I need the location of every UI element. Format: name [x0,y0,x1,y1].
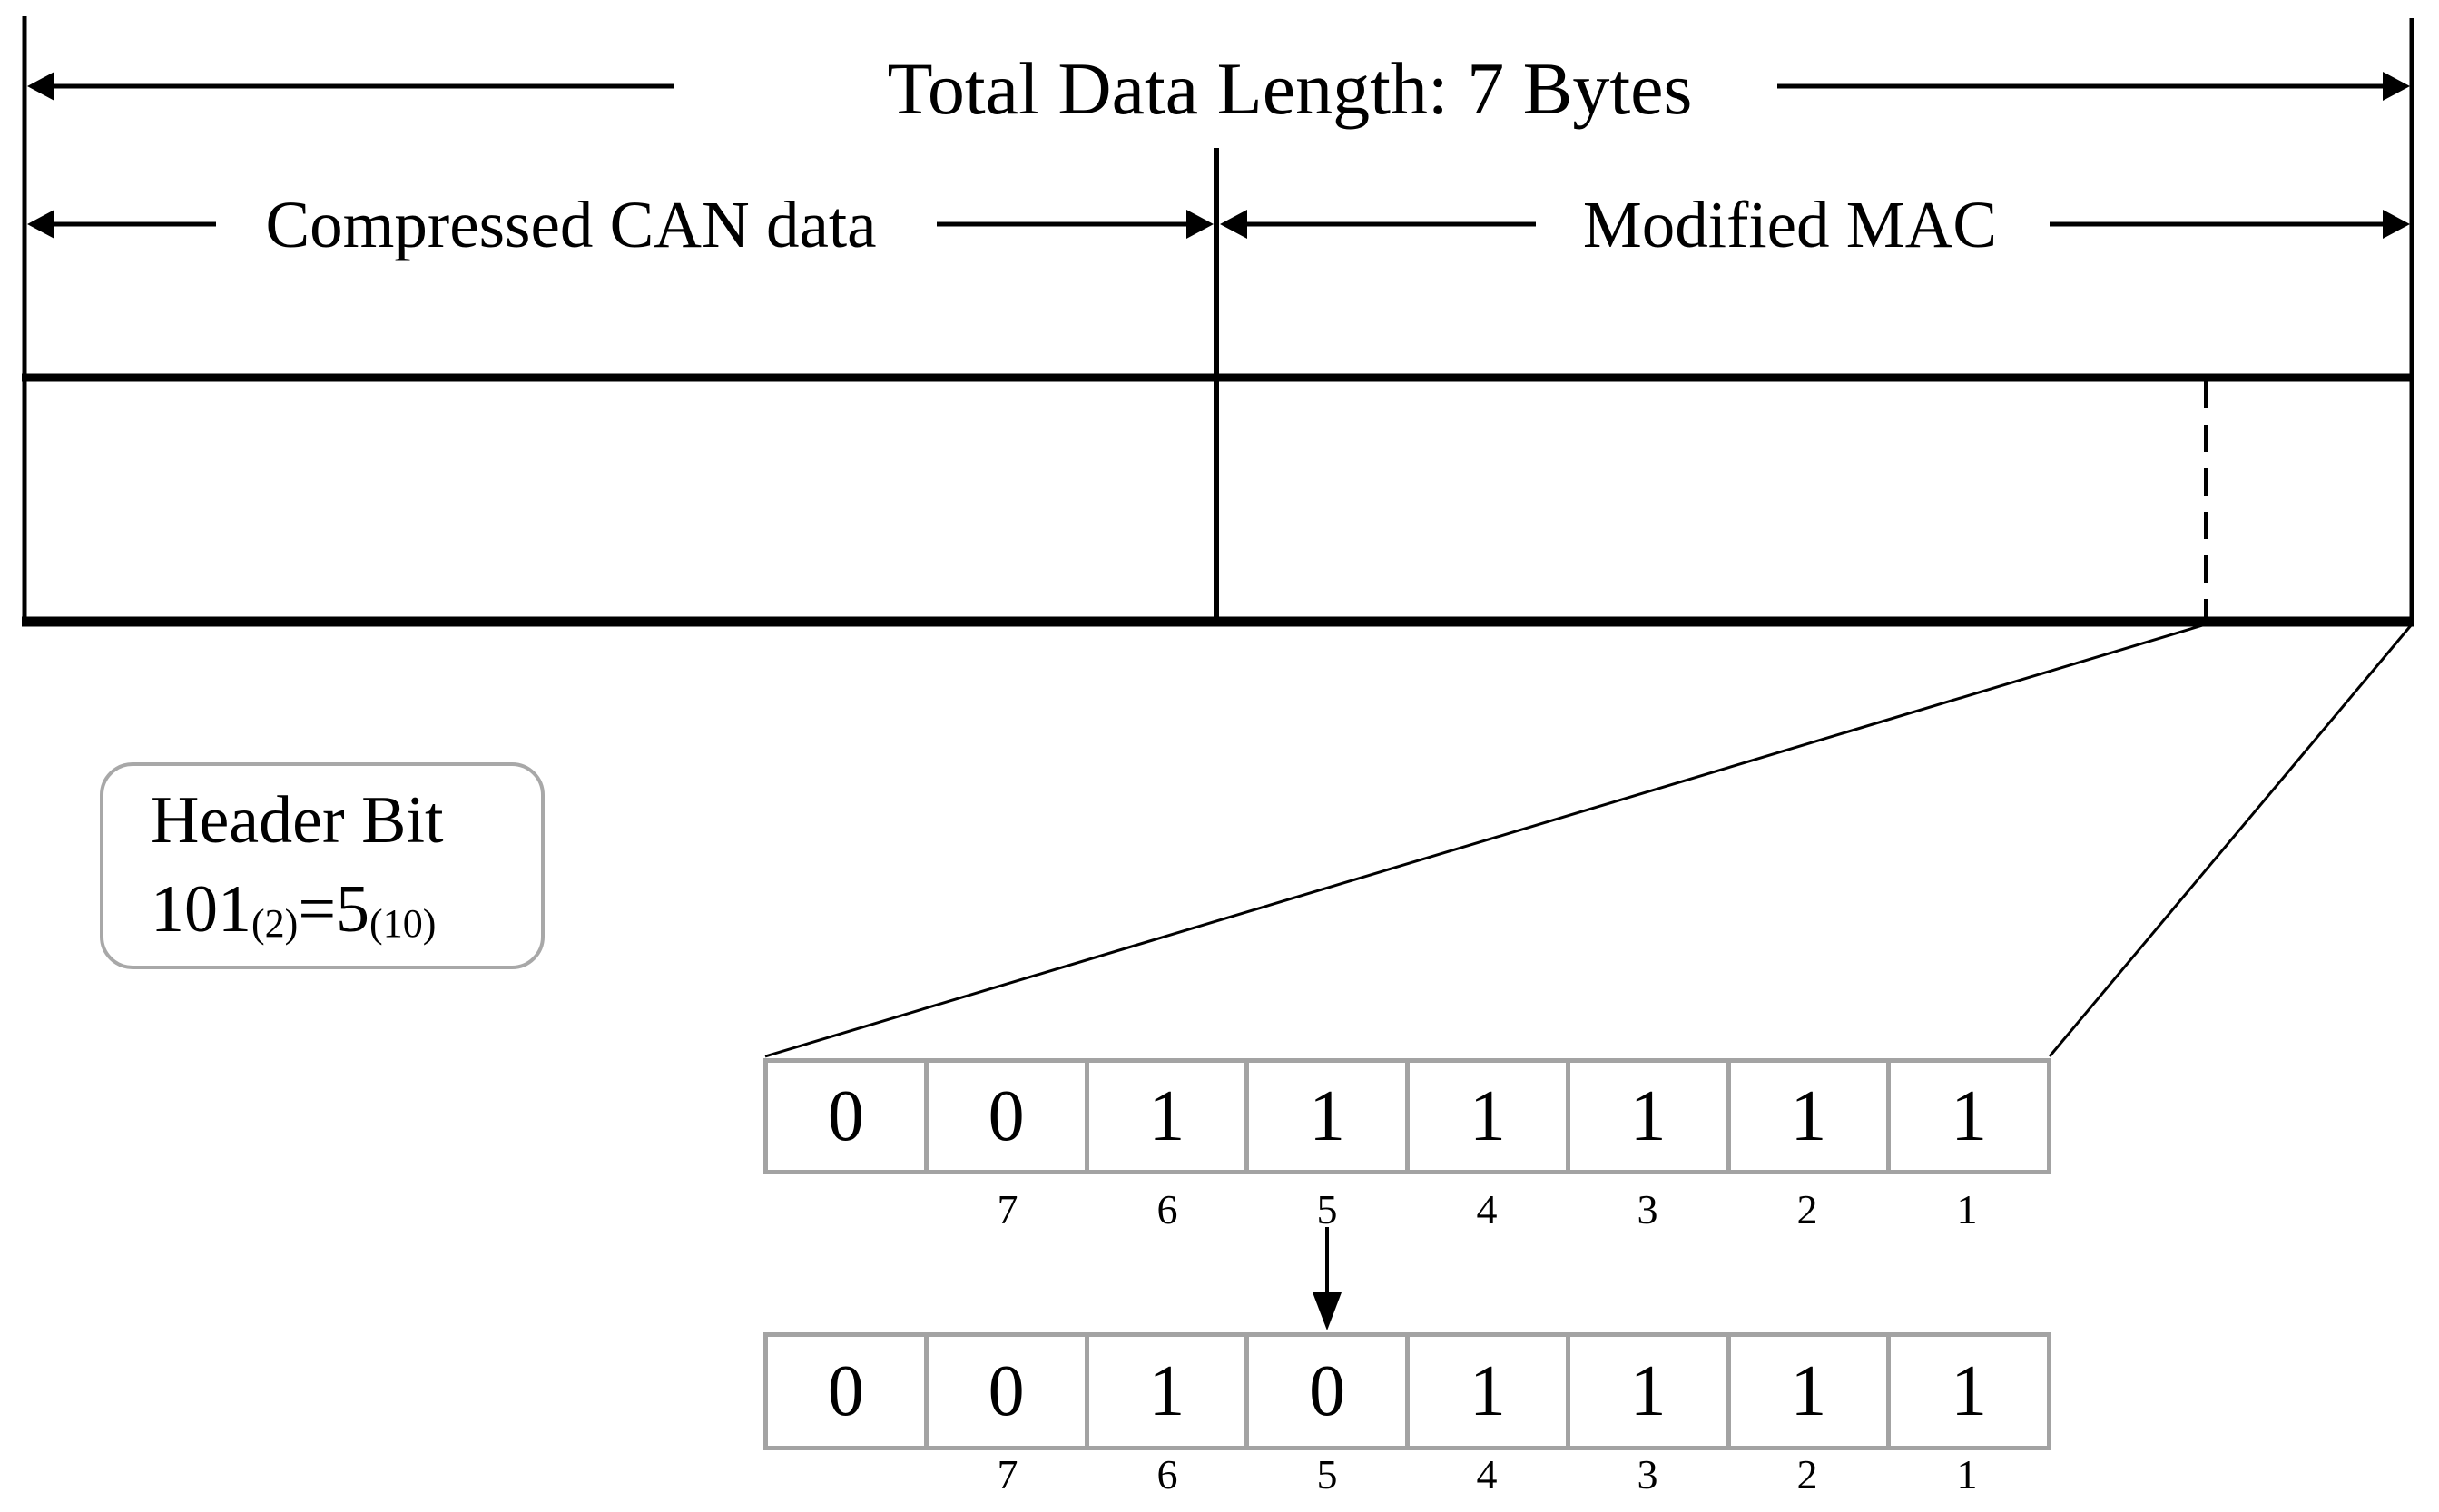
bit-position-label: 4 [1476,1451,1498,1497]
header-bit-callout: Header Bit 101(2)=5(10) [100,762,545,969]
bit-cell: 1 [1565,1337,1726,1446]
mac-last-byte-bits-original: 0 0 1 1 1 1 1 1 [763,1058,2051,1174]
binary-value: 101 [151,872,251,947]
arrowhead-right-icon [2383,72,2410,101]
bit-cell: 1 [1726,1337,1887,1446]
header-bit-callout-value: 101(2)=5(10) [151,866,541,955]
arrowhead-left-icon [27,72,54,101]
total-data-length-title: Total Data Length: 7 Bytes [887,47,1693,130]
bit-cell: 1 [1726,1063,1887,1170]
modified-mac-label: Modified MAC [1582,188,1998,261]
bit-position-label: 1 [1956,1186,1978,1232]
bit-cell: 1 [1405,1063,1566,1170]
bit-cell: 1 [1886,1063,2047,1170]
bit-position-label: 5 [1316,1451,1338,1497]
header-bit-callout-title: Header Bit [151,783,444,859]
bit-position-label: 1 [1956,1451,1978,1497]
bit-position-label: 5 [1316,1186,1338,1232]
arrowhead-right-icon [2383,210,2410,239]
mac-last-byte-bits-modified: 0 0 1 0 1 1 1 1 [763,1332,2051,1450]
binary-base-subscript: (2) [251,901,299,946]
bit-cell: 0 [1244,1337,1405,1446]
decimal-base-subscript: (10) [369,901,437,946]
bit-cell: 0 [827,1350,864,1431]
zoom-funnel-left-line [764,623,2207,1058]
arrowhead-down-icon [1313,1292,1342,1330]
equals-sign: = [298,872,337,947]
arrowhead-right-icon [1186,210,1214,239]
bit-cell: 0 [827,1075,864,1156]
decimal-value: 5 [336,872,370,947]
arrowhead-left-icon [1220,210,1247,239]
bit-position-label: 2 [1796,1451,1818,1497]
bit-position-label: 7 [997,1186,1018,1232]
bit-cell: 0 [923,1337,1085,1446]
bit-position-label: 3 [1637,1186,1658,1232]
bit-cell: 1 [1405,1337,1566,1446]
bit-cell: 1 [1565,1063,1726,1170]
arrowhead-left-icon [27,210,54,239]
bit-position-label: 4 [1476,1186,1498,1232]
bit-cell: 1 [1084,1063,1245,1170]
bit-position-label: 3 [1637,1451,1658,1497]
bit-position-label: 6 [1156,1451,1178,1497]
bit-position-label: 7 [997,1451,1018,1497]
bit-cell: 1 [1084,1337,1245,1446]
zoom-funnel-right-line [2048,623,2414,1057]
compressed-can-data-label: Compressed CAN data [265,188,877,261]
bit-cell: 1 [1886,1337,2047,1446]
bit-position-label: 2 [1796,1186,1818,1232]
bit-position-label: 6 [1156,1186,1178,1232]
bit-cell: 1 [1244,1063,1405,1170]
bit-cell: 0 [923,1063,1085,1170]
